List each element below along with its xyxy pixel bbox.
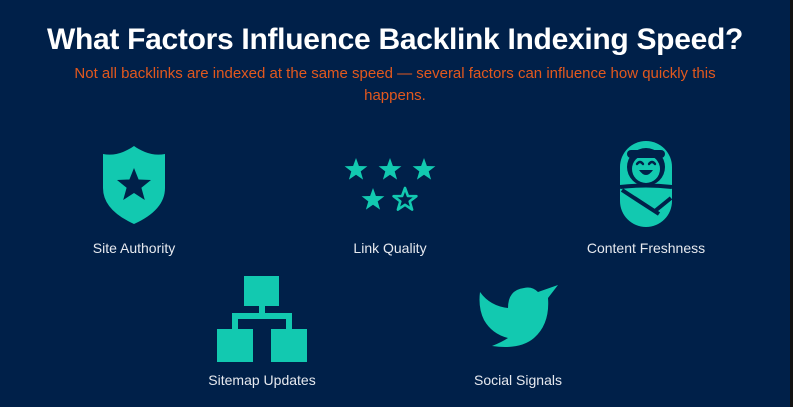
page-subtitle: Not all backlinks are indexed at the sam…	[74, 65, 716, 104]
window-edge	[790, 0, 793, 407]
factor-sitemap-updates: Sitemap Updates	[192, 272, 332, 392]
factor-label: Content Freshness	[586, 240, 706, 256]
page-title: What Factors Influence Backlink Indexing…	[46, 23, 744, 56]
factor-label: Link Quality	[353, 240, 427, 256]
sitemap-hierarchy-icon	[217, 276, 307, 362]
factor-site-authority: Site Authority	[64, 140, 204, 260]
factor-content-freshness: Content Freshness	[576, 140, 716, 260]
twitter-bird-icon	[478, 284, 558, 350]
swaddled-baby-icon	[619, 140, 673, 228]
shield-star-icon	[99, 146, 169, 224]
factor-label: Sitemap Updates	[208, 372, 316, 388]
factor-label: Social Signals	[474, 372, 562, 388]
factor-link-quality: Link Quality	[320, 140, 460, 260]
factor-social-signals: Social Signals	[448, 272, 588, 392]
factor-label: Site Authority	[92, 240, 176, 256]
star-rating-icon	[342, 156, 438, 216]
